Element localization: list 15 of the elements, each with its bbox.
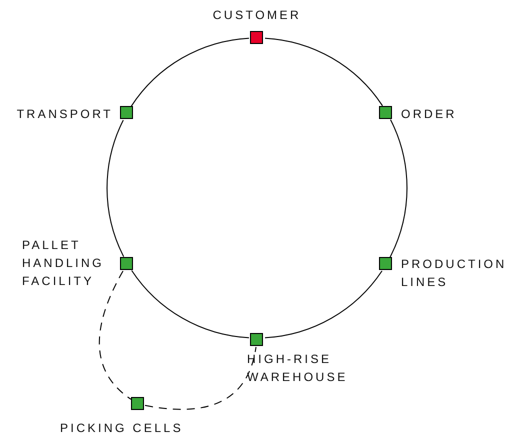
circle-arc-connector — [264, 38, 383, 106]
node-label: PICKING CELLS — [60, 420, 184, 437]
dashed-connector — [144, 346, 256, 410]
circle-arc-connector — [130, 38, 250, 107]
circle-arc-connector — [106, 120, 124, 258]
node-label: CUSTOMER — [212, 7, 302, 24]
circle-arc-connector — [131, 270, 250, 338]
node-label: TRANSPORT — [16, 106, 113, 123]
node-label: ORDER — [401, 106, 458, 123]
node-label: HIGH-RISE WAREHOUSE — [247, 351, 349, 386]
circle-arc-connector — [390, 119, 408, 258]
node-label: PALLET HANDLING FACILITY — [22, 237, 106, 290]
dashed-connector — [99, 270, 132, 400]
circle-arc-connector — [264, 270, 382, 338]
node-label: PRODUCTION LINES — [401, 256, 508, 291]
